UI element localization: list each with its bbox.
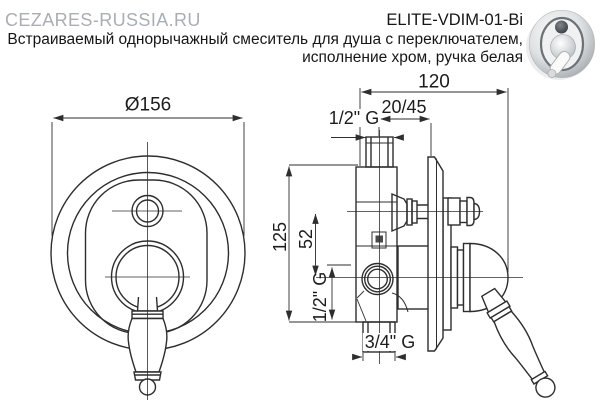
- product-model: ELITE-VDIM-01-Bi: [386, 11, 523, 29]
- dim-label-top-thread: 1/2" G: [326, 108, 382, 128]
- product-photo: [526, 4, 598, 82]
- product-info: ELITE-VDIM-01-Bi Встраиваемый однорычажн…: [7, 10, 523, 67]
- side-handle: [480, 287, 556, 398]
- dim-label-height: 125: [270, 221, 290, 253]
- dim-label-side-thread: 1/2" G: [310, 271, 330, 323]
- diverter-button-photo: [555, 20, 568, 34]
- product-photo-image: [526, 10, 595, 80]
- product-description-line1: Встраиваемый однорычажный смеситель для …: [7, 31, 523, 48]
- side-view: [285, 88, 556, 398]
- dim-label-port-offset: 52: [296, 228, 316, 250]
- front-view: [50, 114, 246, 400]
- dim-label-depth: 120: [418, 71, 450, 93]
- dim-label-diameter: Ø156: [124, 94, 172, 116]
- dim-label-bottom-thread: 3/4" G: [362, 332, 418, 352]
- site-watermark: CEZARES-RUSSIA.RU: [5, 10, 201, 30]
- product-description-line2: исполнение хром, ручка белая: [302, 49, 523, 66]
- valve-body: [355, 136, 556, 398]
- white-lever-photo: [547, 50, 571, 78]
- dim-label-mount-range: 20/45: [381, 97, 427, 117]
